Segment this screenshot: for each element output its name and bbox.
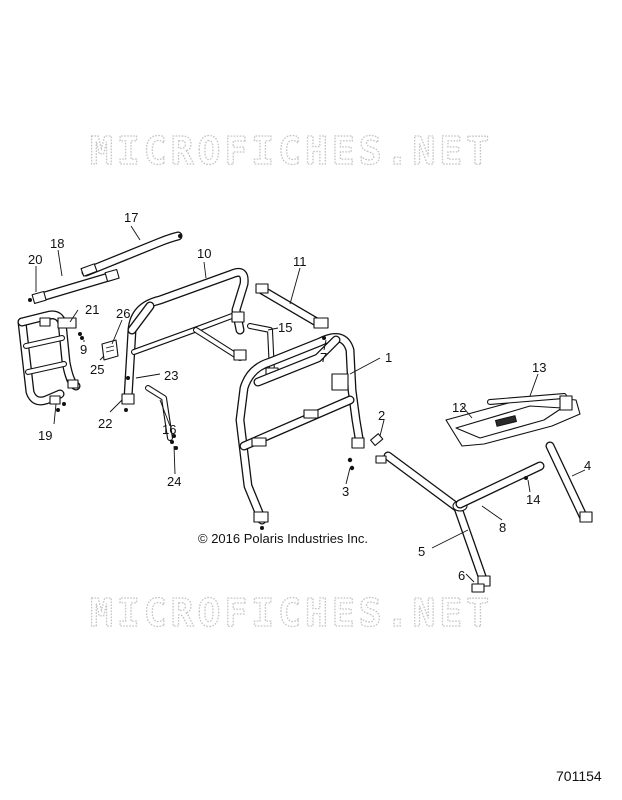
copyright-text: © 2016 Polaris Industries Inc. — [198, 531, 368, 546]
callout-15: 15 — [278, 320, 292, 335]
part-16-lower-strut — [145, 385, 178, 450]
callout-25: 25 — [90, 362, 104, 377]
watermark-bottom: MICROFICHES.NET — [90, 591, 493, 635]
callout-3: 3 — [342, 484, 349, 499]
callout-12: 12 — [452, 400, 466, 415]
callout-5: 5 — [418, 544, 425, 559]
part-1-main-roll-cage — [235, 333, 365, 530]
callout-14: 14 — [526, 492, 540, 507]
callout-22: 22 — [98, 416, 112, 431]
callout-21: 21 — [85, 302, 99, 317]
hardware-fasteners — [28, 298, 528, 593]
callout-13: 13 — [532, 360, 546, 375]
callout-2: 2 — [378, 408, 385, 423]
callout-8: 8 — [499, 520, 506, 535]
part-18-rear-cross-bar — [31, 268, 120, 305]
part-8-front-cross-bar — [455, 461, 545, 509]
callout-9: 9 — [80, 342, 87, 357]
callout-17: 17 — [124, 210, 138, 225]
callout-19: 19 — [38, 428, 52, 443]
callout-23: 23 — [164, 368, 178, 383]
part-4-right-pillar — [545, 441, 593, 523]
callout-26: 26 — [116, 306, 130, 321]
callout-leaders — [35, 225, 586, 583]
part-11-upper-bar — [255, 283, 329, 329]
diagram-number: 701154 — [556, 768, 602, 784]
callout-4: 4 — [584, 458, 591, 473]
part-12-front-header — [445, 393, 581, 447]
part-5-front-pillar — [383, 451, 491, 587]
part-10-middle-roll-bar — [121, 267, 249, 412]
callout-20: 20 — [28, 252, 42, 267]
callout-11: 11 — [293, 254, 307, 269]
watermark-top: MICROFICHES.NET — [90, 129, 493, 173]
callout-18: 18 — [50, 236, 64, 251]
part-26-plate — [101, 339, 119, 361]
part-17-rear-upper-bar — [80, 231, 183, 277]
callout-24: 24 — [167, 474, 181, 489]
callout-1: 1 — [385, 350, 392, 365]
callout-7: 7 — [320, 350, 327, 365]
part-21-bracket — [57, 317, 82, 336]
callout-labels: 17 18 20 10 11 21 26 15 9 7 1 25 23 22 1… — [28, 210, 591, 583]
callout-10: 10 — [197, 246, 211, 261]
callout-16: 16 — [162, 422, 176, 437]
callout-6: 6 — [458, 568, 465, 583]
part-19-rear-lower-frame — [17, 310, 81, 412]
